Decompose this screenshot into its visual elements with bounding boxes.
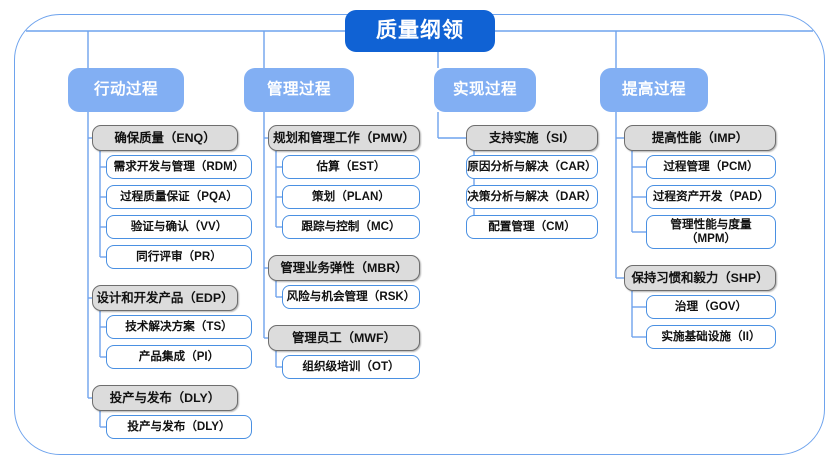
leaf-box-2-2-1[interactable]: 风险与机会管理（RSK）: [282, 285, 420, 309]
group-box-1-3[interactable]: 投产与发布（DLY）: [92, 385, 238, 411]
leaf-box-4-1-1[interactable]: 过程管理（PCM）: [646, 155, 776, 179]
leaf-box-1-2-2[interactable]: 产品集成（PI）: [106, 345, 252, 369]
leaf-box-4-2-2[interactable]: 实施基础设施（II）: [646, 325, 776, 349]
leaf-box-4-2-1[interactable]: 治理（GOV）: [646, 295, 776, 319]
group-box-1-1[interactable]: 确保质量（ENQ）: [92, 125, 238, 151]
column-header-1[interactable]: 行动过程: [68, 68, 184, 112]
leaf-box-2-3-1[interactable]: 组织级培训（OT）: [282, 355, 420, 379]
group-box-3-1[interactable]: 支持实施（SI）: [466, 125, 598, 151]
leaf-box-1-1-3[interactable]: 验证与确认（VV）: [106, 215, 252, 239]
column-header-4[interactable]: 提高过程: [600, 68, 708, 112]
leaf-box-1-2-1[interactable]: 技术解决方案（TS）: [106, 315, 252, 339]
leaf-box-1-3-1[interactable]: 投产与发布（DLY）: [106, 415, 252, 439]
leaf-box-1-1-2[interactable]: 过程质量保证（PQA）: [106, 185, 252, 209]
leaf-box-2-1-2[interactable]: 策划（PLAN）: [282, 185, 420, 209]
leaf-box-1-1-4[interactable]: 同行评审（PR）: [106, 245, 252, 269]
leaf-box-3-1-3[interactable]: 配置管理（CM）: [466, 215, 598, 239]
leaf-box-2-1-3[interactable]: 跟踪与控制（MC）: [282, 215, 420, 239]
leaf-box-4-1-2[interactable]: 过程资产开发（PAD）: [646, 185, 776, 209]
column-header-2[interactable]: 管理过程: [244, 68, 354, 112]
leaf-box-2-1-1[interactable]: 估算（EST）: [282, 155, 420, 179]
diagram-title: 质量纲领: [345, 10, 495, 52]
leaf-box-1-1-1[interactable]: 需求开发与管理（RDM）: [106, 155, 252, 179]
leaf-box-4-1-3[interactable]: 管理性能与度量 （MPM）: [646, 215, 776, 249]
leaf-box-3-1-1[interactable]: 原因分析与解决（CAR）: [466, 155, 598, 179]
group-box-4-2[interactable]: 保持习惯和毅力（SHP）: [624, 265, 776, 291]
group-box-2-2[interactable]: 管理业务弹性（MBR）: [268, 255, 420, 281]
group-box-1-2[interactable]: 设计和开发产品（EDP）: [92, 285, 238, 311]
group-box-2-3[interactable]: 管理员工（MWF）: [268, 325, 420, 351]
group-box-2-1[interactable]: 规划和管理工作（PMW）: [268, 125, 420, 151]
leaf-box-3-1-2[interactable]: 决策分析与解决（DAR）: [466, 185, 598, 209]
group-box-4-1[interactable]: 提高性能（IMP）: [624, 125, 776, 151]
column-header-3[interactable]: 实现过程: [434, 68, 536, 112]
